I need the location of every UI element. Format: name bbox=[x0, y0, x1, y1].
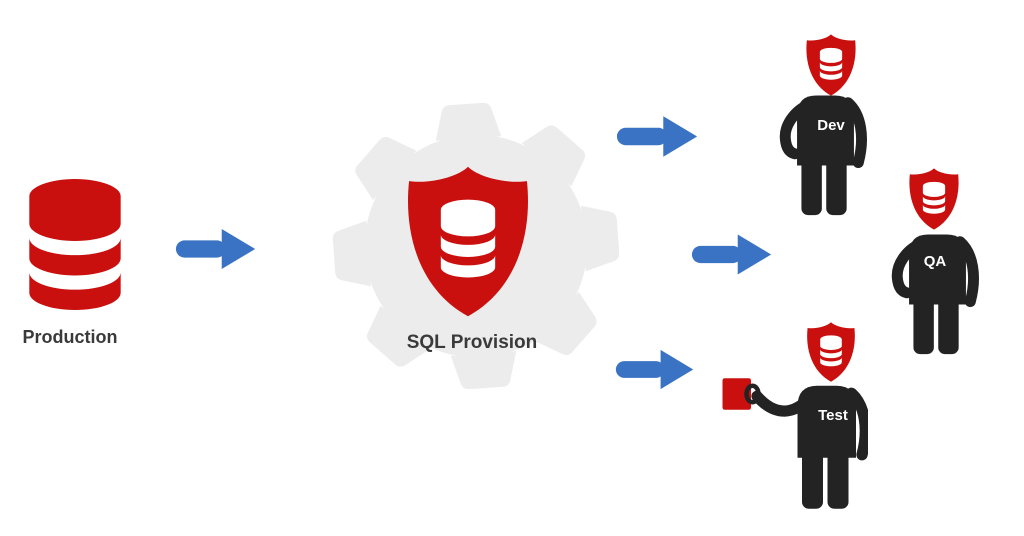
arrow-right-icon bbox=[615, 349, 694, 390]
qa-label: QA bbox=[923, 253, 947, 270]
shield-database-icon bbox=[800, 32, 862, 98]
database-icon bbox=[29, 179, 121, 310]
production-label: Production bbox=[22, 327, 118, 347]
sql-provision-label: SQL Provision bbox=[406, 332, 538, 353]
test-label: Test bbox=[818, 407, 848, 424]
arrow-right-icon bbox=[691, 234, 772, 275]
dev-label: Dev bbox=[817, 117, 845, 134]
person-icon bbox=[890, 233, 985, 357]
shield-database-icon bbox=[903, 166, 965, 232]
arrow-right-icon bbox=[175, 228, 256, 270]
person-icon bbox=[778, 94, 873, 218]
shield-database-icon bbox=[801, 320, 861, 384]
person-mug-icon bbox=[718, 375, 868, 512]
arrow-right-icon bbox=[616, 116, 698, 157]
shield-database-icon bbox=[392, 161, 544, 322]
